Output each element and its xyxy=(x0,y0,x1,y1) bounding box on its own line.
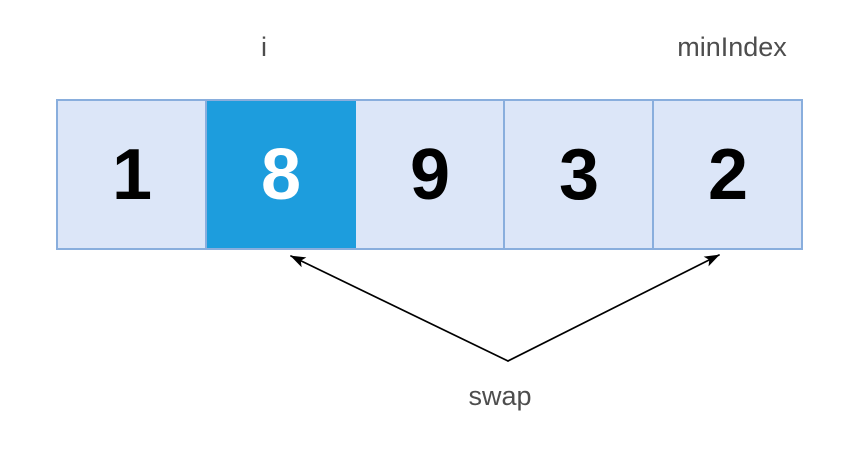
pointer-label-i: i xyxy=(261,32,267,62)
swap-label: swap xyxy=(468,381,532,411)
pointer-label-minindex: minIndex xyxy=(677,32,787,62)
array-cell-3[interactable]: 3 xyxy=(505,101,654,248)
array-cell-value: 9 xyxy=(409,134,450,215)
array-cell-1[interactable]: 8 xyxy=(207,101,356,248)
array-cell-0[interactable]: 1 xyxy=(58,101,207,248)
array-cell-value: 2 xyxy=(707,134,748,215)
array-cell-value: 3 xyxy=(558,134,599,215)
array-cell-2[interactable]: 9 xyxy=(356,101,505,248)
swap-arrow-to-i xyxy=(290,255,509,362)
array-cell-value: 1 xyxy=(111,134,152,215)
swap-arrow-to-minindex xyxy=(507,254,720,362)
array-cell-4[interactable]: 2 xyxy=(654,101,801,248)
array-cell-value: 8 xyxy=(260,134,301,215)
array-container: 1 8 9 3 2 xyxy=(56,99,803,250)
